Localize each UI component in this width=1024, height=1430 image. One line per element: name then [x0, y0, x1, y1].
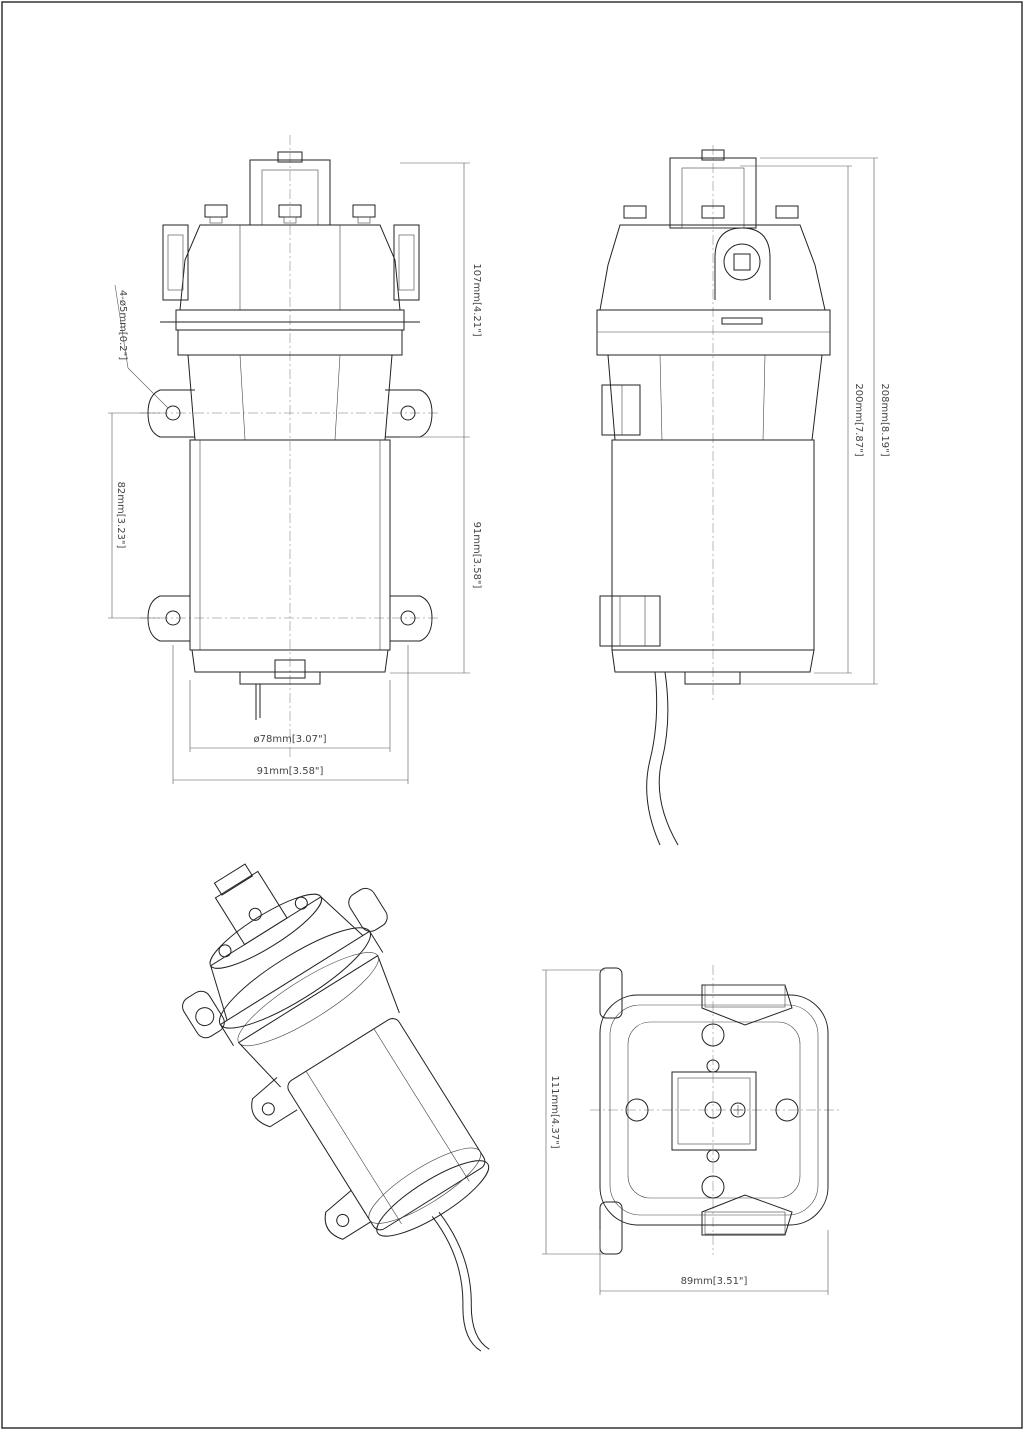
isometric-view — [182, 863, 490, 1352]
side-view: 200mm[7.87"] 208mm[8.19"] — [596, 145, 890, 846]
dim-top-view-height: 111mm[4.37"] — [549, 1075, 560, 1148]
front-view-dimensions: 107mm[4.21"] 91mm[3.58"] 82mm[3.23"] 4-ø… — [108, 162, 482, 784]
dim-overall-height: 208mm[8.19"] — [879, 383, 890, 456]
dim-motor-diameter: ø78mm[3.07"] — [254, 734, 327, 745]
dim-body-height: 200mm[7.87"] — [853, 383, 864, 456]
dim-mount-holes: 4-ø5mm[0.2"] — [117, 290, 128, 360]
dim-top-view-width: 89mm[3.51"] — [681, 1276, 748, 1287]
top-view-dimensions: 111mm[4.37"] 89mm[3.51"] — [542, 969, 829, 1295]
dim-motor-length: 91mm[3.58"] — [471, 522, 482, 589]
dim-overall-width-front: 91mm[3.58"] — [257, 766, 324, 777]
front-view: 107mm[4.21"] 91mm[3.58"] 82mm[3.23"] 4-ø… — [108, 135, 482, 784]
dim-bracket-spacing: 82mm[3.23"] — [115, 482, 126, 549]
top-view: 111mm[4.37"] 89mm[3.51"] — [542, 965, 840, 1295]
dim-pump-head-height: 107mm[4.21"] — [471, 263, 482, 336]
side-view-dimensions: 200mm[7.87"] 208mm[8.19"] — [740, 157, 890, 685]
